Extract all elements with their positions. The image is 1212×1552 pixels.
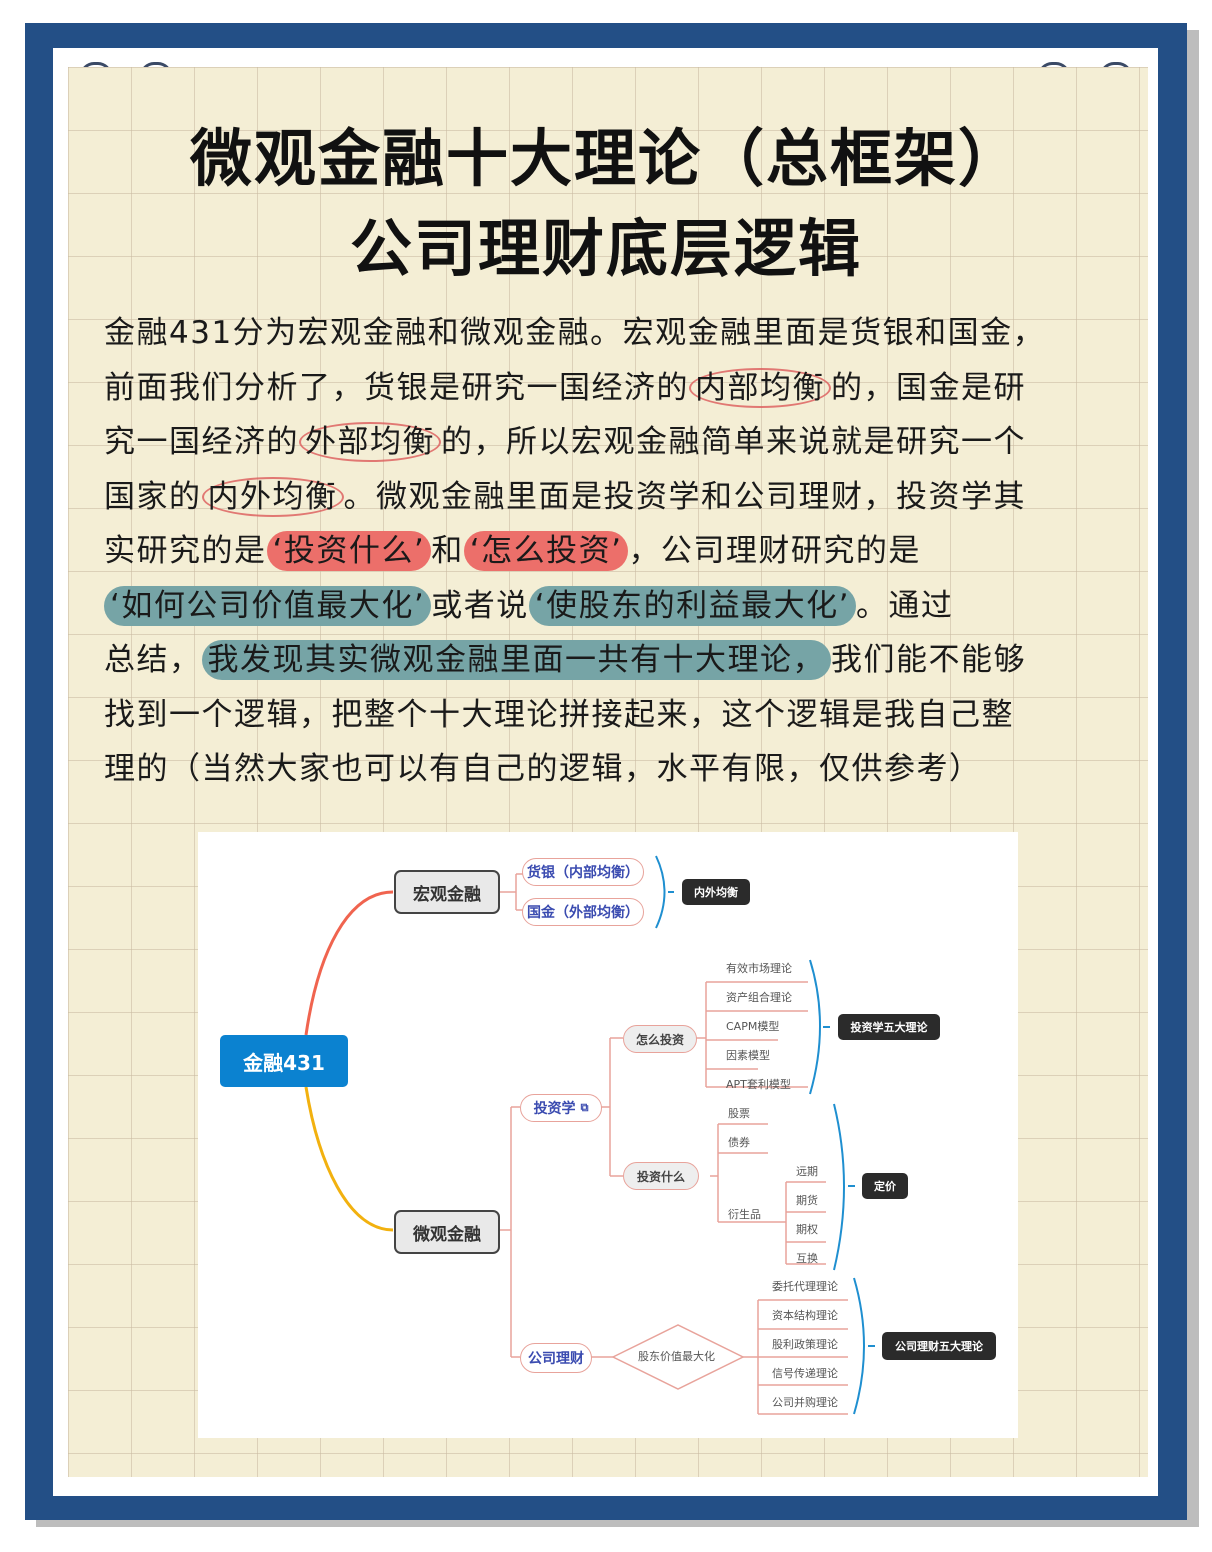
text-line: ‘如何公司价值最大化’或者说‘使股东的利益最大化’。通过 — [104, 579, 1114, 634]
mindmap-image: 金融431 宏观金融 货银（内部均衡） 国金（外部均衡） 内外均衡 微观金融 投… — [198, 832, 1018, 1438]
text-line: 国家的内外均衡。微观金融里面是投资学和公司理财，投资学其 — [104, 476, 1026, 517]
leaf-options: 期权 — [796, 1223, 818, 1236]
leaf-forwards: 远期 — [796, 1165, 818, 1178]
node-intl-finance: 国金（外部均衡） — [522, 898, 644, 926]
leaf-capm: CAPM模型 — [726, 1020, 780, 1033]
leaf-derivatives: 衍生品 — [728, 1208, 761, 1221]
highlight-teal: ‘如何公司价值最大化’ — [104, 585, 432, 626]
highlight-red: ‘怎么投资’ — [463, 531, 629, 571]
leaf-mna: 公司并购理论 — [772, 1396, 838, 1409]
page-subtitle: 公司理财底层逻辑 — [349, 212, 862, 285]
text-line: 究一国经济的外部均衡的，所以宏观金融简单来说就是研究一个 — [104, 422, 1026, 462]
node-how-to-invest: 怎么投资 — [623, 1025, 697, 1053]
highlight-teal: ‘使股东的利益最大化’ — [528, 585, 856, 626]
leaf-portfolio: 资产组合理论 — [726, 991, 792, 1004]
node-corporate-finance: 公司理财 — [520, 1343, 592, 1373]
node-money-banking: 货银（内部均衡） — [522, 858, 644, 886]
leaf-emh: 有效市场理论 — [726, 962, 792, 975]
circled-term: 内外均衡 — [201, 476, 344, 517]
leaf-futures: 期货 — [796, 1194, 818, 1207]
text-line: 总结，我发现其实微观金融里面一共有十大理论，我们能不能够 — [104, 640, 1026, 680]
page-title: 微观金融十大理论（总框架） — [189, 122, 1022, 195]
leaf-capital-structure: 资本结构理论 — [772, 1309, 838, 1322]
highlight-teal: 我发现其实微观金融里面一共有十大理论， — [201, 640, 831, 680]
node-what-to-invest: 投资什么 — [623, 1162, 699, 1190]
leaf-signaling: 信号传递理论 — [772, 1367, 838, 1380]
summary-tag-corporate-five: 公司理财五大理论 — [882, 1332, 996, 1360]
leaf-swaps: 互换 — [796, 1252, 818, 1265]
node-macro-finance: 宏观金融 — [394, 870, 500, 914]
text-line: 找到一个逻辑，把整个十大理论拼接起来，这个逻辑是我自己整 — [104, 696, 1014, 733]
leaf-factor: 因素模型 — [726, 1049, 770, 1062]
intro-paragraph: 金融431分为宏观金融和微观金融。宏观金融里面是货银和国金， 前面我们分析了，货… — [104, 306, 1114, 797]
leaf-agency: 委托代理理论 — [772, 1280, 838, 1293]
leaf-dividend: 股利政策理论 — [772, 1338, 838, 1351]
link-icon: ⧉ — [580, 1101, 589, 1114]
node-investments: 投资学⧉ — [520, 1094, 602, 1122]
mindmap-root-node: 金融431 — [220, 1035, 348, 1087]
leaf-stocks: 股票 — [728, 1107, 750, 1120]
circled-term: 内部均衡 — [689, 367, 831, 408]
leaf-bonds: 债券 — [728, 1136, 750, 1149]
mindmap-connectors — [304, 855, 875, 1415]
text-line: 实研究的是‘投资什么’和‘怎么投资’，公司理财研究的是 — [104, 531, 921, 571]
text-line: 前面我们分析了，货银是研究一国经济的内部均衡的，国金是研 — [104, 367, 1026, 408]
leaf-apt: APT套利模型 — [726, 1078, 791, 1091]
summary-tag-investment-five: 投资学五大理论 — [838, 1014, 940, 1040]
text-line: 理的（当然大家也可以有自己的逻辑，水平有限，仅供参考） — [104, 751, 982, 787]
node-shareholder-value: 股东价值最大化 — [638, 1350, 715, 1363]
highlight-red: ‘投资什么’ — [266, 531, 432, 571]
summary-tag-pricing: 定价 — [862, 1173, 908, 1199]
node-micro-finance: 微观金融 — [394, 1210, 500, 1254]
text-line: 金融431分为宏观金融和微观金融。宏观金融里面是货银和国金， — [104, 315, 1046, 351]
circled-term: 外部均衡 — [299, 422, 441, 462]
summary-tag-internal-external: 内外均衡 — [682, 879, 750, 905]
